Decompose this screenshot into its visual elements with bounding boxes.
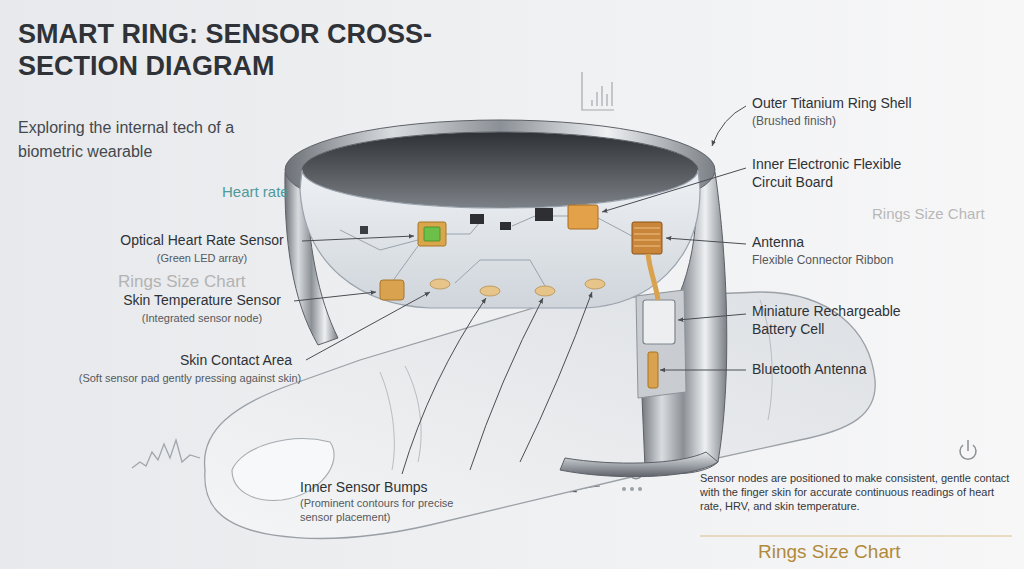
leader-line — [302, 236, 414, 241]
part-label: Skin Temperature Sensor — [96, 292, 308, 310]
leader-lines — [294, 106, 746, 474]
antenna-coil — [632, 222, 662, 254]
watermark: Rings Size Chart — [758, 540, 978, 564]
chart-bars — [592, 82, 612, 106]
coil-windings — [634, 228, 660, 246]
leader-line — [402, 298, 486, 474]
dot — [630, 487, 634, 491]
led-sensor — [418, 222, 446, 246]
footnote: Sensor nodes are positioned to make cons… — [700, 472, 1015, 513]
part-note: (Prominent contours for precise sensor p… — [300, 497, 458, 525]
sensor-bumps — [430, 279, 605, 296]
sensor-bump — [535, 286, 555, 296]
leader-line — [660, 370, 746, 371]
part-note: (Brushed finish) — [752, 114, 1014, 129]
orange-chip — [568, 205, 598, 229]
ring-cut-face — [636, 290, 686, 398]
part-label: Optical Heart Rate Sensor — [96, 232, 308, 250]
connector-ribbon — [648, 254, 658, 300]
status-dots — [622, 487, 642, 491]
diagram-title: SMART RING: SENSOR CROSS-SECTION DIAGRAM — [18, 18, 448, 83]
watermark: Rings Size Chart — [872, 205, 1017, 224]
sensor-bump — [430, 279, 450, 289]
leader-line — [712, 106, 746, 146]
bluetooth-antenna — [648, 352, 658, 388]
leader-line — [602, 168, 746, 212]
leader-line — [470, 298, 543, 470]
dot — [638, 487, 642, 491]
leader-line — [306, 292, 430, 360]
dot — [622, 487, 626, 491]
part-note: Flexible Connector Ribbon — [752, 253, 1014, 268]
leader-line — [666, 238, 746, 244]
leader-line — [678, 314, 746, 320]
sparkline-icon — [132, 440, 200, 468]
part-label: Outer Titanium Ring Shell — [752, 95, 1014, 113]
green-led — [424, 227, 440, 241]
ring-shell — [560, 452, 718, 477]
part-label: Skin Contact Area — [130, 352, 342, 370]
power-bar — [967, 440, 969, 451]
part-note: (Soft sensor pad gently pressing against… — [20, 372, 360, 386]
power-icon — [960, 440, 976, 459]
part-note: (Integrated sensor node) — [96, 312, 308, 326]
chip — [535, 208, 553, 221]
watermark: Rings Size Chart — [118, 271, 298, 292]
chip — [500, 222, 511, 230]
part-note: (Green LED array) — [96, 252, 308, 266]
circuit-board — [300, 170, 700, 308]
chart-axis — [582, 72, 614, 110]
bar-chart-icon — [582, 72, 614, 110]
diagram-caption: Exploring the internal tech of a biometr… — [18, 116, 246, 164]
chip — [470, 214, 484, 224]
temperature-pad — [380, 280, 404, 300]
chip — [360, 226, 368, 234]
metric-label: Heart rate — [222, 183, 312, 202]
battery-cell — [643, 300, 675, 344]
part-label: Inner Electronic Flexible Circuit Board — [752, 156, 918, 191]
leader-line — [294, 292, 376, 301]
divider-line — [700, 536, 1012, 537]
part-label: Antenna — [752, 234, 1014, 252]
part-label: Inner Sensor Bumps — [300, 479, 470, 497]
leader-line — [520, 292, 592, 462]
part-label: Miniature Rechargeable Battery Cell — [752, 303, 932, 338]
sensor-bump — [480, 286, 500, 296]
sensor-bump — [585, 279, 605, 289]
part-label: Bluetooth Antenna — [752, 361, 1014, 379]
